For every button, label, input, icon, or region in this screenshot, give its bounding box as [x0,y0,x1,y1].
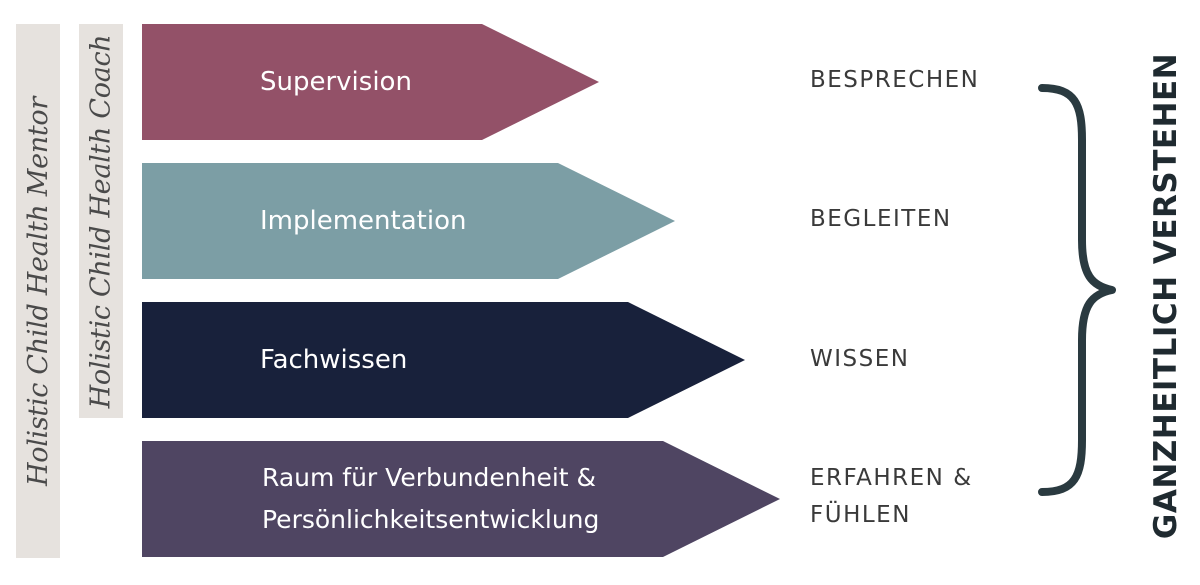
coach-bar: Holistic Child Health Coach [79,24,123,418]
right-title: GANZHEITLICH VERSTEHEN [1148,52,1184,540]
side-label-wissen: WISSEN [810,346,910,372]
arrow-label-supervision: Supervision [260,67,412,97]
side-label-erfahren: ERFAHREN & FÜHLEN [810,465,973,528]
arrow-label-raum: Raum für Verbundenheit & Persönlichkeits… [262,463,600,534]
arrow-implementation: Implementation [142,163,675,279]
side-label-begleiten: BEGLEITEN [810,206,952,232]
side-label-besprechen: BESPRECHEN [810,67,980,93]
arrow-label-implementation: Implementation [260,206,467,236]
arrow-fachwissen: Fachwissen [142,302,745,418]
arrow-supervision: Supervision [142,24,599,140]
right-title-container: GANZHEITLICH VERSTEHEN [1142,46,1190,546]
arrow-raum: Raum für Verbundenheit & Persönlichkeits… [142,441,780,557]
arrow-label-fachwissen: Fachwissen [260,345,408,375]
mentor-label: Holistic Child Health Mentor [22,96,54,486]
mentor-bar: Holistic Child Health Mentor [16,24,60,558]
curly-brace-icon [1038,84,1116,496]
coach-label: Holistic Child Health Coach [85,34,117,408]
